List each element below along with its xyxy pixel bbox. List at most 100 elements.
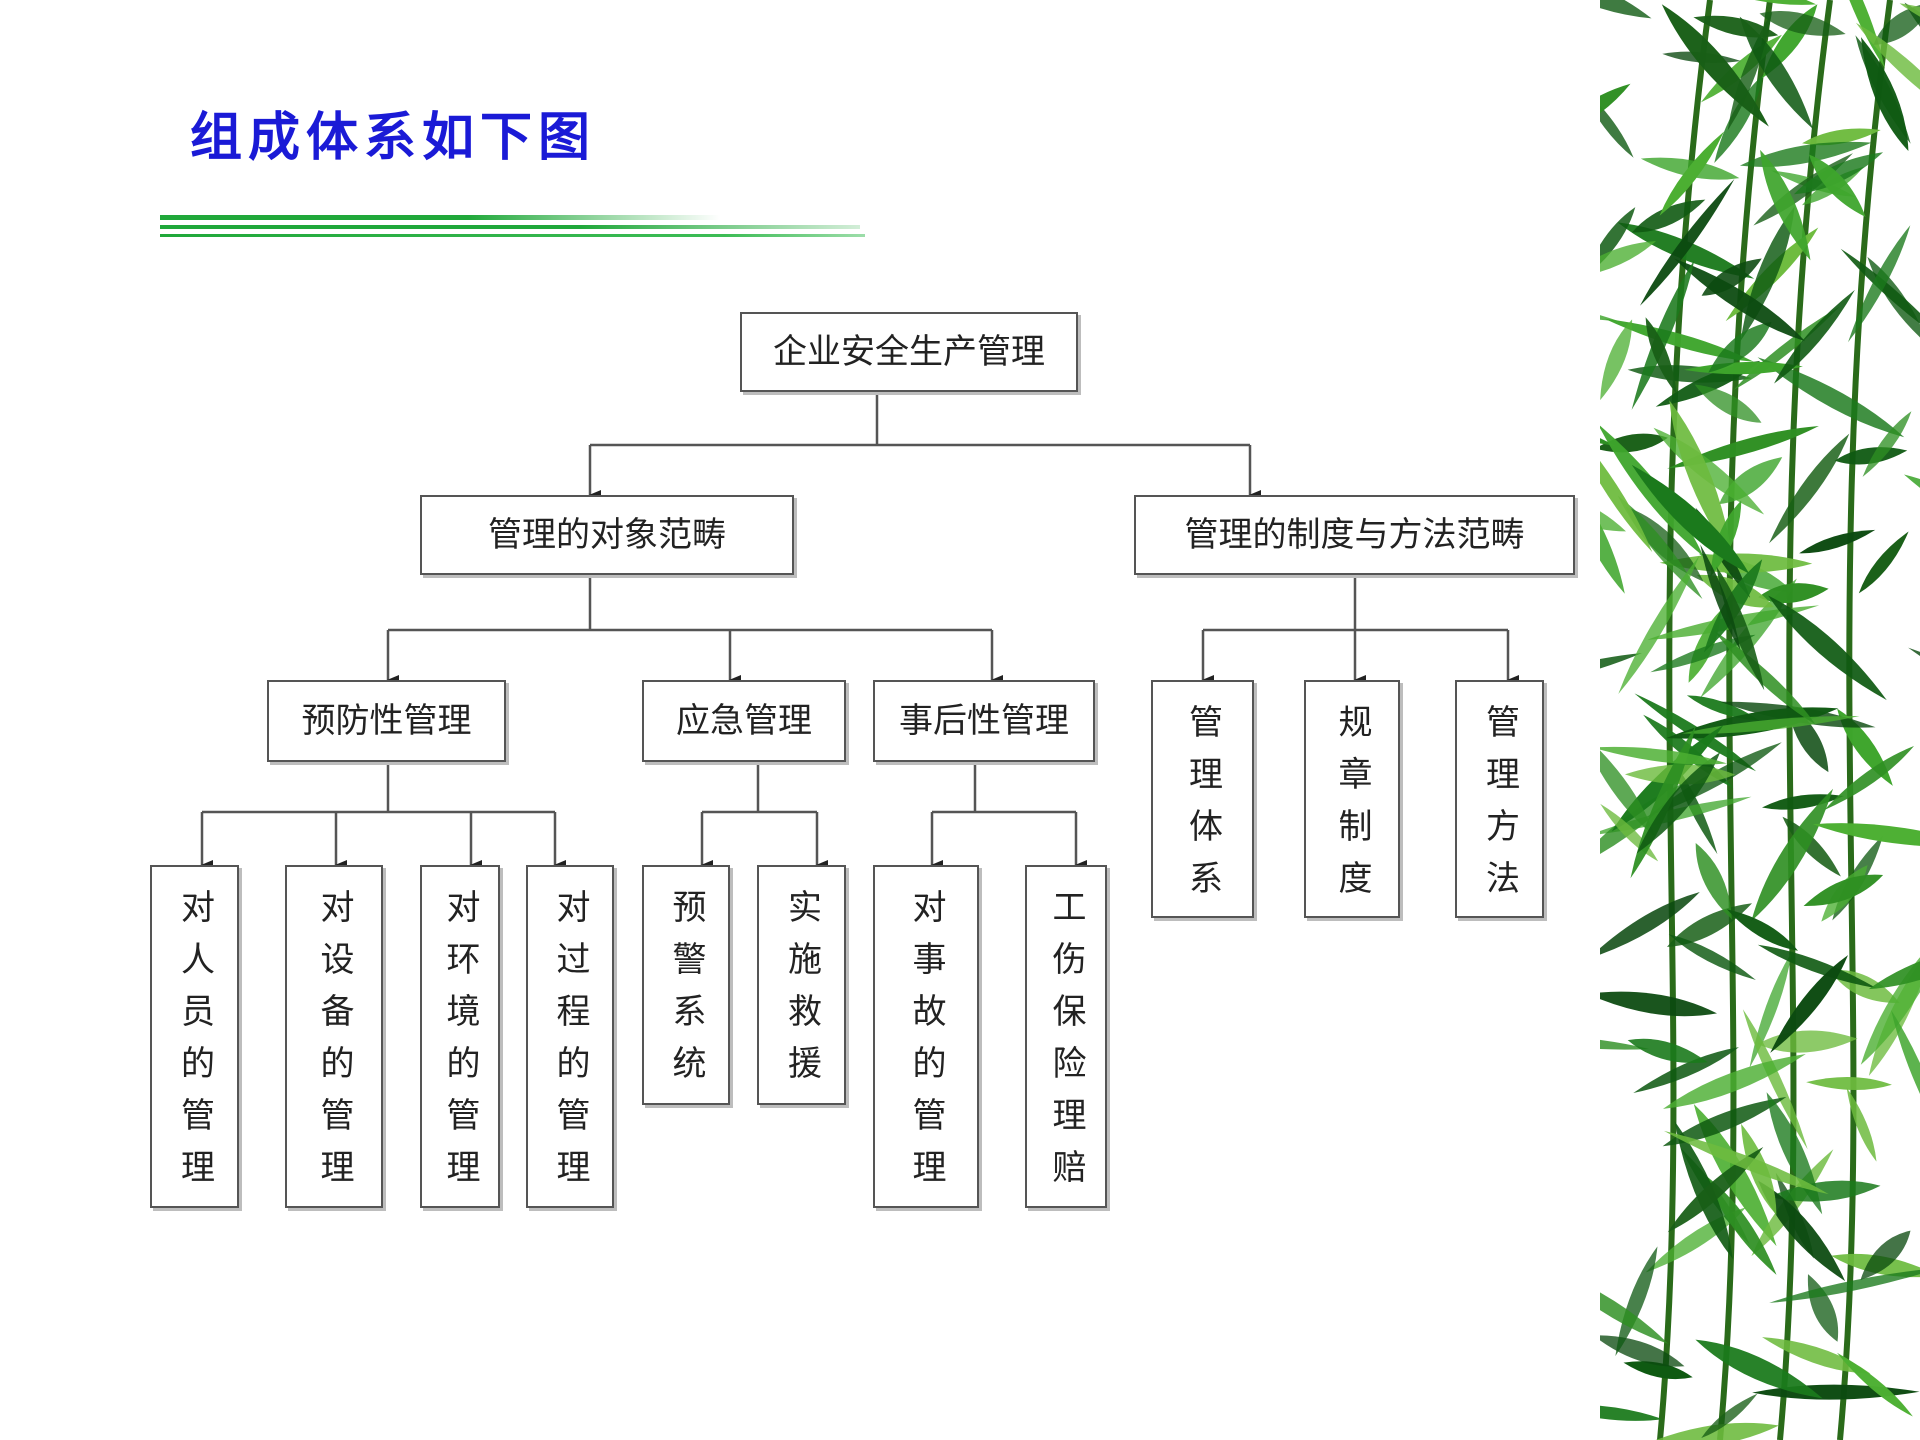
bamboo-leaf: [1751, 788, 1834, 921]
bamboo-leaf: [1700, 578, 1797, 698]
bamboo-leaf: [1739, 16, 1813, 129]
bamboo-leaf: [1631, 199, 1706, 233]
title-underline: [160, 225, 860, 229]
bamboo-leaf: [1618, 556, 1700, 694]
bamboo-leaf: [1669, 400, 1734, 561]
bamboo-leaf: [1836, 1352, 1913, 1417]
bamboo-leaf: [1662, 1097, 1787, 1147]
connector-lines: [200, 392, 1519, 870]
org-leaf-rules-regulations: 规章制度: [1304, 680, 1400, 918]
bamboo-leaf: [1837, 708, 1893, 786]
bamboo-leaf: [1858, 531, 1909, 594]
bamboo-leaf: [1848, 225, 1911, 343]
bamboo-leaf: [1834, 447, 1908, 465]
org-leaf-environment: 对环境的管理: [420, 865, 500, 1208]
bamboo-leaf: [1714, 630, 1816, 725]
bamboo-leaf: [1645, 317, 1677, 395]
bamboo-leaf: [1726, 909, 1798, 951]
bamboo-leaf: [1600, 241, 1656, 280]
bamboo-leaf: [1600, 419, 1653, 552]
bamboo-leaf: [1760, 149, 1811, 261]
bamboo-leaf: [1600, 746, 1727, 765]
bamboo-leaf: [1600, 1033, 1650, 1050]
bamboo-leaf: [1617, 495, 1703, 600]
bamboo-leaf: [1600, 83, 1631, 145]
org-node-method-scope: 管理的制度与方法范畴: [1134, 495, 1575, 575]
bamboo-leaf: [1627, 1038, 1708, 1063]
org-leaf-warning-system: 预警系统: [642, 865, 730, 1105]
bamboo-leaf: [1600, 0, 1652, 19]
bamboo-stem: [1717, 0, 1773, 1440]
bamboo-stem: [1777, 0, 1833, 1440]
bamboo-leaf: [1663, 1054, 1806, 1109]
bamboo-leaf: [1769, 1180, 1881, 1202]
bamboo-leaf: [1809, 154, 1866, 218]
bamboo-leaf: [1615, 1246, 1658, 1357]
bamboo-leaf: [1806, 1077, 1892, 1090]
bamboo-leaf: [1693, 15, 1779, 38]
bamboo-leaf: [1686, 695, 1760, 721]
bamboo-leaf: [1708, 321, 1772, 373]
bamboo-leaf: [1600, 991, 1717, 1017]
bamboo-leaf: [1701, 1393, 1758, 1438]
bamboo-leaf: [1710, 500, 1742, 578]
org-leaf-process: 对过程的管理: [526, 865, 614, 1208]
bamboo-leaf: [1604, 318, 1755, 362]
bamboo-leaf: [1840, 248, 1920, 348]
bamboo-leaf: [1802, 128, 1881, 146]
bamboo-leaf: [1627, 365, 1752, 383]
org-leaf-management-system: 管理体系: [1151, 680, 1254, 918]
bamboo-leaf: [1762, 794, 1844, 810]
bamboo-leaf: [1803, 874, 1884, 907]
org-node-object-scope: 管理的对象范畴: [420, 495, 794, 575]
bamboo-leaf: [1668, 934, 1756, 980]
bamboo-leaf: [1706, 1176, 1777, 1275]
bamboo-leaf: [1640, 179, 1735, 306]
bamboo-leaf: [1600, 892, 1700, 959]
bamboo-leaf: [1860, 1230, 1911, 1280]
bamboo-leaf: [1824, 746, 1914, 811]
bamboo-leaf: [1600, 85, 1634, 158]
bamboo-leaf: [1681, 716, 1860, 734]
bamboo-leaf: [1862, 411, 1912, 477]
org-leaf-management-methods: 管理方法: [1455, 680, 1544, 918]
bamboo-leaf: [1770, 955, 1848, 1053]
bamboo-leaf: [1891, 1010, 1920, 1155]
bamboo-leaf: [1674, 258, 1806, 342]
bamboo-leaf: [1617, 222, 1755, 279]
org-node-root: 企业安全生产管理: [740, 312, 1078, 392]
bamboo-leaf: [1631, 259, 1695, 410]
bamboo-leaf: [1700, 544, 1741, 650]
slide-title: 组成体系如下图: [190, 107, 597, 168]
bamboo-leaf: [1855, 22, 1920, 127]
bamboo-leaf: [1695, 1339, 1823, 1399]
bamboo-leaf: [1600, 207, 1636, 277]
bamboo-leaf: [1762, 1337, 1871, 1374]
bamboo-leaf: [1716, 566, 1765, 691]
bamboo-leaf: [1694, 384, 1762, 423]
bamboo-leaf: [1758, 583, 1829, 603]
bamboo-leaf: [1633, 1047, 1739, 1094]
bamboo-leaf: [1868, 942, 1920, 990]
bamboo-leaf: [1739, 141, 1872, 167]
title-underline: [160, 234, 865, 237]
bamboo-leaf: [1663, 1130, 1829, 1195]
org-node-preventive: 预防性管理: [267, 680, 506, 762]
bamboo-leaf: [1799, 529, 1876, 554]
bamboo-leaves-decoration: [1600, 0, 1920, 1440]
bamboo-leaf: [1757, 357, 1905, 438]
bamboo-leaf: [1600, 1265, 1669, 1344]
org-leaf-injury-insurance: 工伤保险理赔: [1025, 865, 1107, 1208]
bamboo-leaf: [1759, 11, 1846, 36]
bamboo-leaf: [1757, 944, 1877, 989]
bamboo-leaf: [1769, 433, 1850, 544]
bamboo-leaf: [1600, 731, 1656, 837]
bamboo-leaf: [1643, 714, 1734, 789]
bamboo-leaf: [1769, 1267, 1920, 1303]
org-leaf-personnel: 对人员的管理: [150, 865, 239, 1208]
bamboo-leaf: [1758, 1180, 1846, 1282]
bamboo-leaf: [1600, 1404, 1663, 1421]
bamboo-leaf: [1667, 1146, 1764, 1233]
bamboo-leaf: [1636, 752, 1721, 854]
